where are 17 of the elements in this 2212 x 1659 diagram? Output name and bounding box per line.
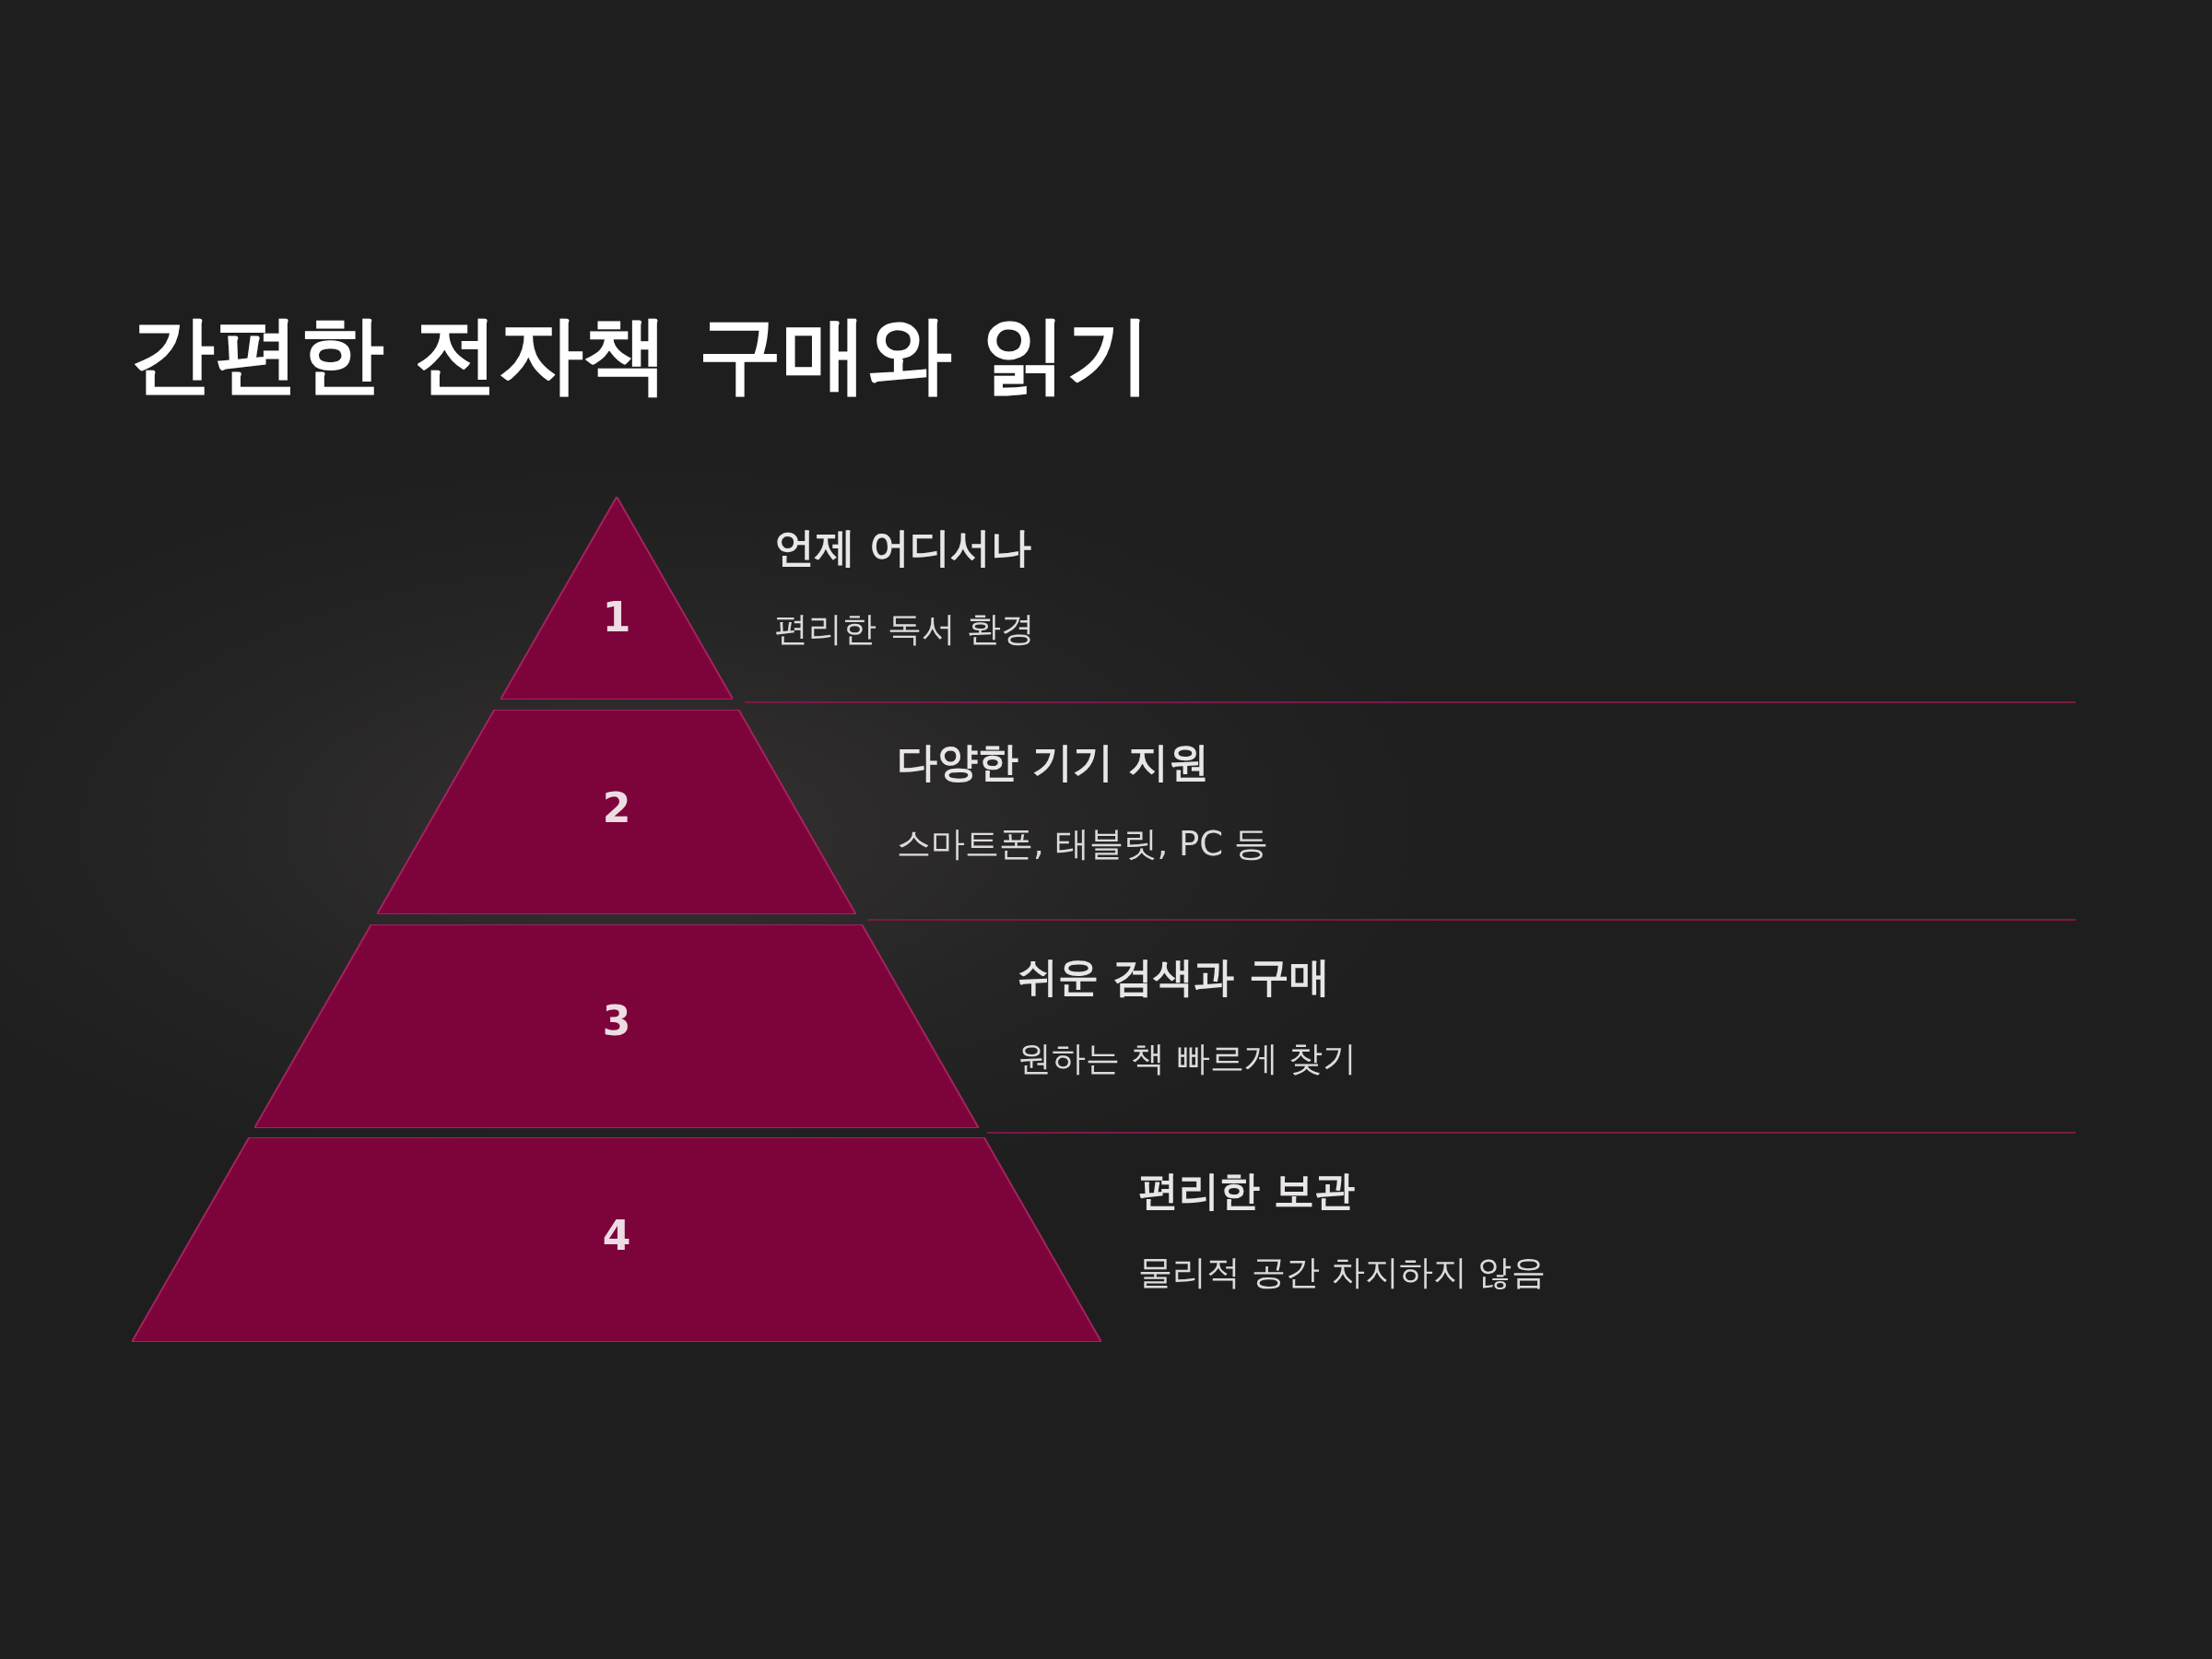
- layer-heading: 다양한 기기 지원: [897, 738, 1209, 787]
- layer-number: 4: [601, 1216, 632, 1256]
- pyramid-layer: [377, 710, 856, 914]
- layer-heading: 쉬운 검색과 구매: [1018, 953, 1330, 1002]
- layer-number: 2: [601, 788, 632, 829]
- layer-heading: 언제 어디서나: [774, 524, 1032, 572]
- layer-number: 1: [601, 597, 632, 638]
- pyramid-top-triangle: [500, 497, 734, 700]
- pyramid-layer: [132, 1137, 1101, 1342]
- layer-heading: 편리한 보관: [1138, 1167, 1356, 1216]
- layer-description: 물리적 공간 차지하지 않음: [1138, 1253, 1547, 1294]
- layer-description: 원하는 책 빠르게 찾기: [1018, 1039, 1358, 1080]
- layer-number: 3: [601, 1001, 632, 1041]
- title: 간편한 전자책 구매와 읽기: [130, 304, 1152, 406]
- layer-description: 스마트폰, 태블릿, PC 등: [897, 824, 1268, 865]
- pyramid-layer: [254, 924, 979, 1128]
- layer-description: 편리한 독서 환경: [774, 609, 1035, 651]
